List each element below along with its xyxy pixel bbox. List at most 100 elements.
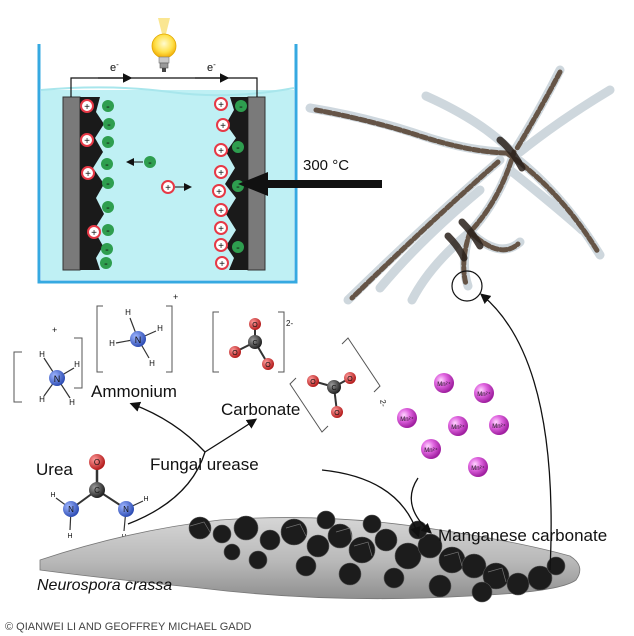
cation: +	[80, 99, 94, 113]
mn-ion: Mn²⁺	[397, 408, 417, 428]
carbonate-molecule: 2- O O O C	[212, 311, 293, 373]
svg-text:Mn²⁺: Mn²⁺	[477, 391, 491, 398]
svg-text:2-: 2-	[378, 399, 388, 408]
left-cations: + + + +	[80, 99, 101, 239]
left-electrode	[80, 97, 104, 270]
svg-text:-: -	[105, 159, 109, 171]
right-anions: - - - -	[232, 100, 247, 254]
carbonate-label: Carbonate	[221, 400, 300, 419]
zoom-circle	[451, 270, 483, 302]
svg-text:H: H	[39, 395, 45, 404]
svg-text:+: +	[219, 259, 225, 270]
reaction-arrows	[127, 293, 552, 571]
svg-text:+: +	[84, 102, 90, 113]
urea-to-urease-line	[127, 451, 206, 525]
cation: +	[214, 238, 228, 252]
ammonium-label: Ammonium	[91, 382, 177, 401]
cation: +	[212, 184, 226, 198]
cation: +	[214, 97, 228, 111]
svg-text:+: +	[165, 183, 171, 194]
cation: +	[214, 165, 228, 179]
svg-text:-: -	[148, 157, 152, 169]
svg-text:-: -	[107, 119, 111, 131]
mn-ion: Mn²⁺	[489, 415, 509, 435]
anion: -	[102, 100, 114, 113]
svg-text:O: O	[310, 379, 316, 386]
anion: -	[102, 136, 114, 149]
mn-ion: Mn²⁺	[468, 457, 488, 477]
svg-text:+: +	[91, 228, 97, 239]
svg-text:O: O	[347, 376, 353, 383]
reaction-to-product-arrow	[321, 469, 421, 538]
svg-text:H: H	[69, 398, 75, 407]
anion: -	[101, 243, 113, 256]
anion: -	[101, 158, 113, 171]
svg-text:+: +	[85, 169, 91, 180]
svg-text:-: -	[236, 142, 240, 154]
svg-text:O: O	[232, 350, 238, 357]
svg-text:-: -	[236, 242, 240, 254]
anion: -	[232, 141, 244, 154]
anion: -	[235, 100, 247, 113]
cation: +	[81, 166, 95, 180]
svg-text:-: -	[106, 137, 110, 149]
svg-text:-: -	[104, 258, 108, 270]
svg-text:-: -	[106, 225, 110, 237]
svg-text:H: H	[149, 359, 155, 368]
svg-text:-: -	[106, 178, 110, 190]
svg-text:H: H	[67, 533, 72, 540]
svg-text:+: +	[220, 121, 226, 132]
svg-text:Mn²⁺: Mn²⁺	[492, 423, 506, 430]
anion: -	[232, 241, 244, 254]
cation: +	[214, 203, 228, 217]
image-credit: © QIANWEI LI AND GEOFFREY MICHAEL GADD	[5, 621, 252, 633]
left-anions: - - - - - - - - -	[100, 100, 115, 270]
anion: -	[102, 177, 114, 190]
svg-text:+: +	[218, 146, 224, 157]
ammonium-molecule: + N H H H H	[96, 292, 178, 373]
urease-to-carbonate-arrow	[204, 418, 258, 453]
svg-text:H: H	[143, 496, 148, 503]
svg-text:-: -	[105, 244, 109, 256]
battery-container	[37, 44, 298, 284]
light-bulb-icon	[151, 18, 177, 72]
svg-text:H: H	[109, 339, 115, 348]
urease-to-ammonium-arrow	[129, 401, 206, 453]
mn-ion: Mn²⁺	[421, 439, 441, 459]
cation: +	[214, 221, 228, 235]
svg-text:+: +	[84, 136, 90, 147]
ammonium-molecule-tilted: + N H H H H	[13, 325, 83, 407]
svg-text:Mn²⁺: Mn²⁺	[437, 381, 451, 388]
svg-text:C: C	[252, 340, 257, 347]
svg-text:O: O	[265, 362, 271, 369]
mn-ion: Mn²⁺	[434, 373, 454, 393]
svg-text:Mn²⁺: Mn²⁺	[471, 465, 485, 472]
cation: +	[87, 225, 101, 239]
manganese-ions: Mn²⁺ Mn²⁺ Mn²⁺ Mn²⁺ Mn²⁺ Mn²⁺ Mn²⁺	[397, 373, 509, 477]
svg-text:H: H	[157, 324, 163, 333]
cation: +	[216, 118, 230, 132]
svg-text:+: +	[218, 168, 224, 179]
svg-text:N: N	[68, 505, 74, 514]
svg-text:H: H	[125, 308, 131, 317]
cation: +	[215, 256, 229, 270]
anion: -	[100, 257, 112, 270]
mn-to-product-arrow	[410, 477, 432, 534]
right-cations: + + + + + + + + +	[212, 97, 230, 270]
anion: -	[102, 201, 114, 214]
svg-text:+: +	[216, 187, 222, 198]
organism-label: Neurospora crassa	[37, 577, 172, 594]
urea-molecule: O C N N H H H H	[50, 454, 149, 541]
svg-text:N: N	[135, 335, 142, 345]
svg-text:+: +	[218, 206, 224, 217]
fungal-hypha	[39, 510, 581, 603]
migrating-cation: +	[161, 180, 192, 194]
svg-text:O: O	[252, 322, 258, 329]
svg-text:+: +	[218, 241, 224, 252]
anion: -	[102, 224, 114, 237]
anion: -	[103, 118, 115, 131]
mineral-crystals	[188, 510, 566, 603]
external-wire	[70, 77, 258, 97]
svg-text:-: -	[239, 101, 243, 113]
